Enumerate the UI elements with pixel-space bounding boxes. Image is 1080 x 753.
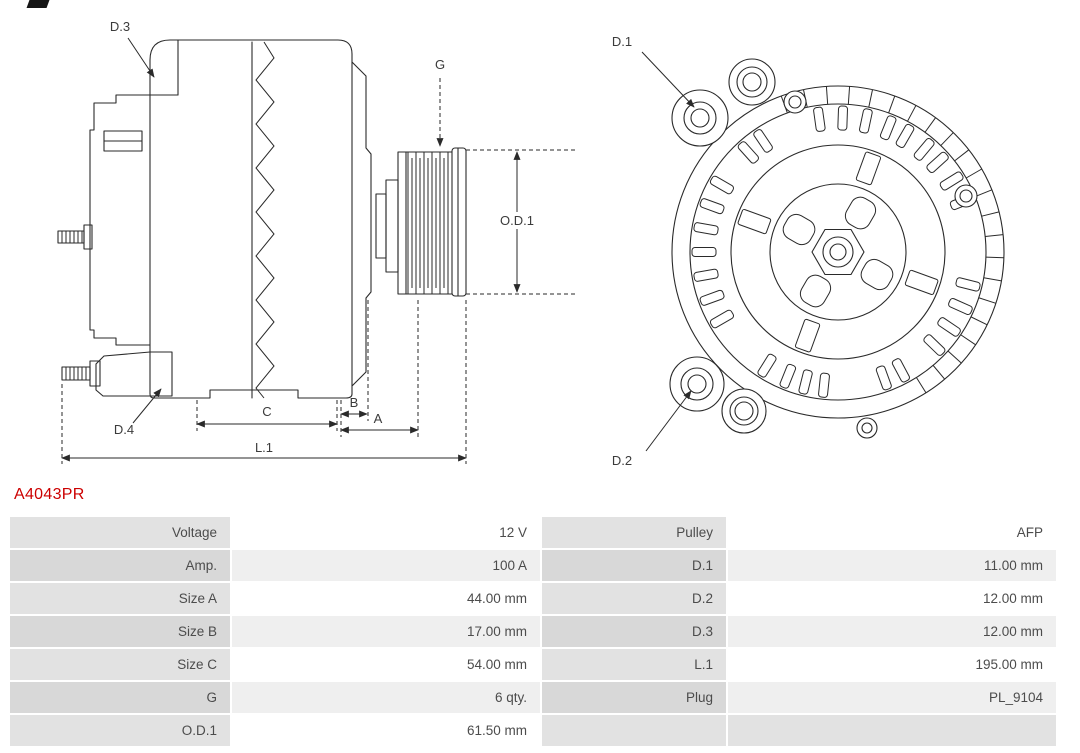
spec-label: D.2 <box>542 583 726 614</box>
spec-label: L.1 <box>542 649 726 680</box>
mounting-hole-d2 <box>669 356 725 412</box>
spec-value: 12.00 mm <box>728 616 1056 647</box>
dim-label-g: G <box>435 57 445 72</box>
spec-value: PL_9104 <box>728 682 1056 713</box>
spec-value: AFP <box>728 517 1056 548</box>
rear-pulley-outline <box>769 183 907 321</box>
leader-d3 <box>127 37 155 78</box>
dim-label-c: C <box>262 404 271 419</box>
part-number: A4043PR <box>14 486 85 503</box>
dim-label-a: A <box>374 411 383 426</box>
pulley <box>397 147 467 297</box>
dim-label-d1: D.1 <box>612 34 632 49</box>
alternator-body <box>149 39 372 399</box>
small-hole-bottom-right <box>856 417 878 439</box>
mounting-hole-bottom <box>721 388 767 434</box>
dim-label-d3: D.3 <box>110 19 130 34</box>
spec-label: D.1 <box>542 550 726 581</box>
dim-label-b: B <box>350 395 359 410</box>
mounting-hole-top <box>728 58 776 106</box>
dim-label-d2: D.2 <box>612 453 632 468</box>
dim-label-l1: L.1 <box>255 440 273 455</box>
spec-label: Size B <box>10 616 230 647</box>
spec-label: Pulley <box>542 517 726 548</box>
spec-table: Voltage 12 V Pulley AFP Amp. 100 A D.1 1… <box>10 517 1056 746</box>
spec-value: 17.00 mm <box>232 616 540 647</box>
technical-drawing: D.3 D.4 G O.D.1 C B A L.1 <box>57 19 1005 468</box>
spec-value: 12 V <box>232 517 540 548</box>
rear-housing <box>89 94 151 346</box>
spec-label: D.3 <box>542 616 726 647</box>
spec-value: 6 qty. <box>232 682 540 713</box>
spec-label: O.D.1 <box>10 715 230 746</box>
spec-label: Amp. <box>10 550 230 581</box>
mounting-lug-bottom <box>95 351 173 397</box>
housing-outline <box>671 85 1005 419</box>
spec-value: 54.00 mm <box>232 649 540 680</box>
side-view-drawing: D.3 D.4 G O.D.1 C B A L.1 <box>57 19 578 464</box>
side-view-detail <box>61 41 449 399</box>
spec-value: 11.00 mm <box>728 550 1056 581</box>
rear-view-drawing: D.1 D.2 <box>612 34 1005 468</box>
small-hole-right <box>954 184 978 208</box>
spec-value: 100 A <box>232 550 540 581</box>
shaft-nut <box>811 228 865 276</box>
spec-value: 44.00 mm <box>232 583 540 614</box>
mounting-hole-d1 <box>671 89 729 147</box>
leader-d1 <box>641 51 695 108</box>
spec-label: Voltage <box>10 517 230 548</box>
spec-value: 195.00 mm <box>728 649 1056 680</box>
spec-label: G <box>10 682 230 713</box>
spec-value: 12.00 mm <box>728 583 1056 614</box>
small-hole-top <box>783 90 807 114</box>
rear-view-detail <box>691 86 1004 398</box>
spec-label-empty <box>542 715 726 746</box>
leader-d4 <box>132 388 162 424</box>
spec-label: Plug <box>542 682 726 713</box>
spec-value-empty <box>728 715 1056 746</box>
dim-label-d4: D.4 <box>114 422 134 437</box>
dim-label-od1: O.D.1 <box>500 213 534 228</box>
spec-label: Size C <box>10 649 230 680</box>
leader-d2 <box>645 390 692 452</box>
spec-value: 61.50 mm <box>232 715 540 746</box>
spec-label: Size A <box>10 583 230 614</box>
